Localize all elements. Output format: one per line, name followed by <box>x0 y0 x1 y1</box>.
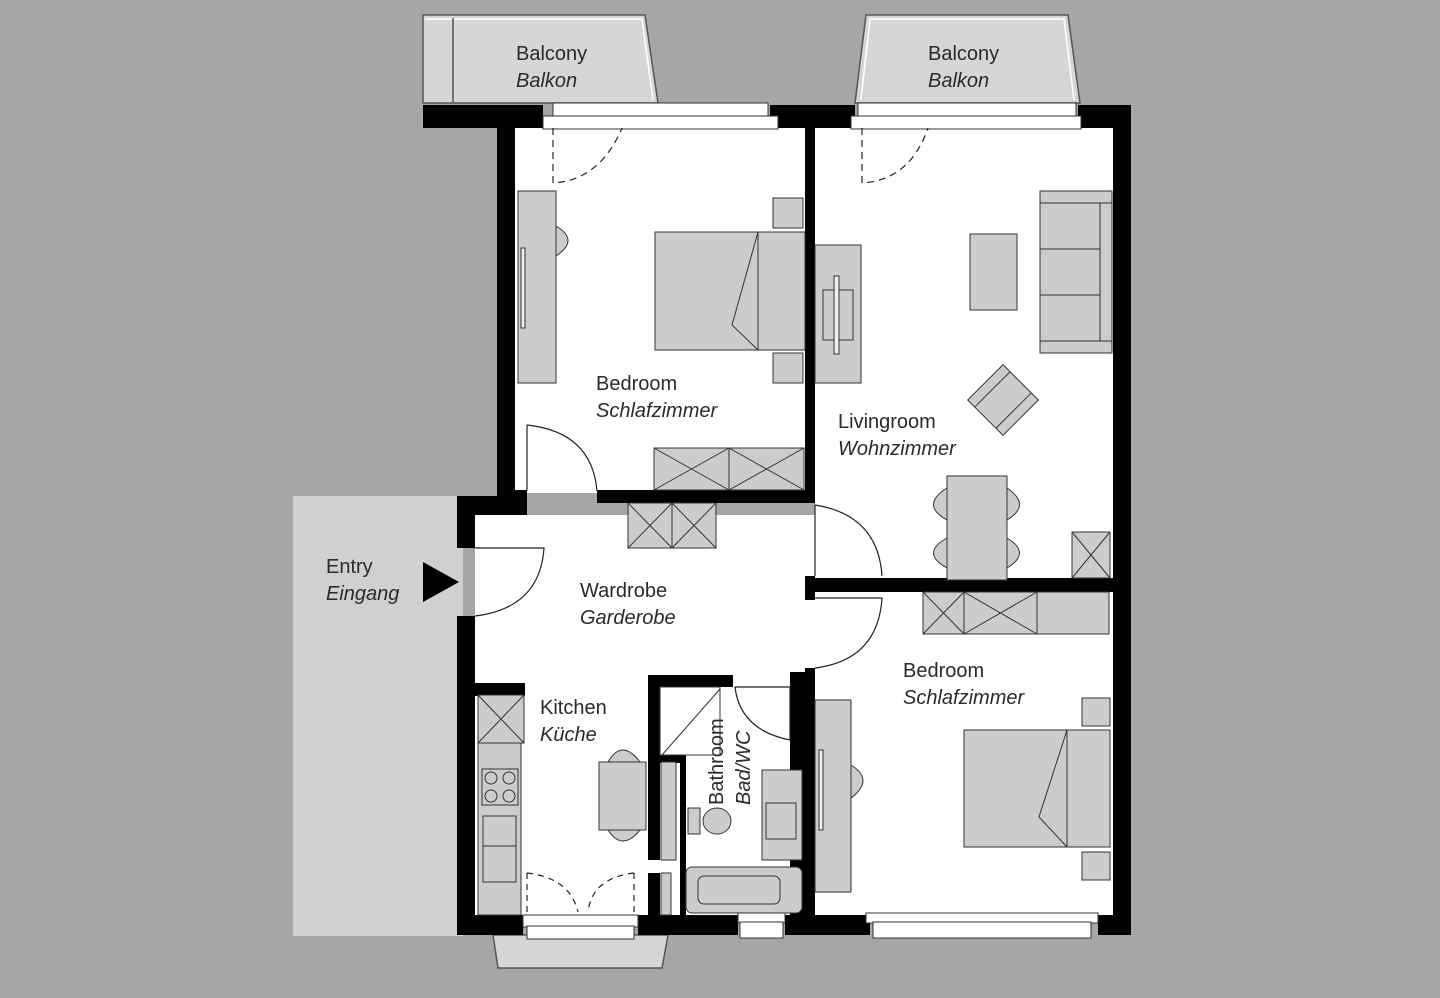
room-name-en: Balcony <box>516 43 588 65</box>
windows <box>522 102 1099 940</box>
balcony-kitchen-shape <box>492 934 669 969</box>
doors <box>474 127 929 913</box>
balcony-right-shape <box>854 14 1081 104</box>
label-balcony-left: Balcony Balkon <box>516 41 587 95</box>
entry-arrow-icon <box>423 562 459 602</box>
room-name-de: Eingang <box>326 583 400 605</box>
kitchen-table <box>598 761 647 831</box>
label-entry: Entry Eingang <box>326 554 399 608</box>
room-name-de: Bad/WC <box>733 730 755 805</box>
room-name-en: Kitchen <box>540 697 607 719</box>
room-name-de: Wohnzimmer <box>838 438 956 460</box>
label-bathroom: Bathroom Bad/WC <box>704 718 758 805</box>
room-name-de: Balkon <box>928 70 990 92</box>
dining-table <box>946 475 1008 581</box>
label-kitchen: Kitchen Küche <box>540 695 607 749</box>
bed <box>654 231 806 351</box>
toilet <box>687 807 701 835</box>
sofa <box>1039 190 1113 354</box>
coffee-table <box>969 233 1018 311</box>
label-balcony-right: Balcony Balkon <box>928 41 999 95</box>
room-name-en: Livingroom <box>838 411 936 433</box>
room-name-de: Balkon <box>516 70 578 92</box>
label-wardrobe: Wardrobe Garderobe <box>580 578 676 632</box>
room-name-en: Bedroom <box>903 660 985 682</box>
room-name-de: Schlafzimmer <box>903 687 1025 709</box>
nightstand <box>772 352 804 384</box>
room-name-en: Bathroom <box>706 718 728 805</box>
label-livingroom: Livingroom Wohnzimmer <box>838 409 956 463</box>
label-bedroom-top: Bedroom Schlafzimmer <box>596 371 717 425</box>
room-name-de: Küche <box>540 724 597 746</box>
bed <box>963 729 1111 848</box>
room-name-en: Bedroom <box>596 373 678 395</box>
armchair <box>966 363 1040 437</box>
room-name-en: Wardrobe <box>580 580 668 602</box>
room-name-en: Entry <box>326 556 373 578</box>
nightstand <box>772 197 804 229</box>
room-name-de: Garderobe <box>580 607 676 629</box>
label-bedroom-bottom: Bedroom Schlafzimmer <box>903 658 1024 712</box>
room-name-de: Schlafzimmer <box>596 400 718 422</box>
furniture <box>477 190 1113 916</box>
room-name-en: Balcony <box>928 43 1000 65</box>
